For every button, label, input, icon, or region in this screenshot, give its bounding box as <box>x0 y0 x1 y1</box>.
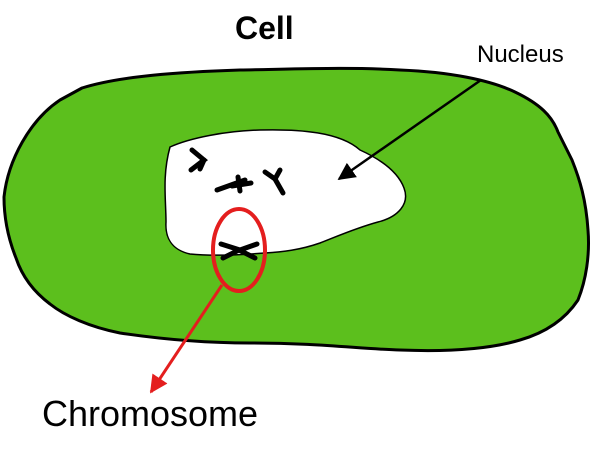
chromosome-3 <box>262 167 286 196</box>
diagram-title: Cell <box>235 10 294 46</box>
chromosome-2 <box>214 174 254 194</box>
nucleus-label: Nucleus <box>477 41 564 68</box>
chromosome-4 <box>218 241 260 261</box>
nucleus-arrow <box>337 78 482 181</box>
chromosome-arrow <box>149 284 224 394</box>
chromosomes <box>188 147 286 261</box>
chromosome-1 <box>188 147 208 173</box>
chromosome-highlight-ellipse <box>211 207 267 293</box>
chromosome-label: Chromosome <box>42 393 259 434</box>
